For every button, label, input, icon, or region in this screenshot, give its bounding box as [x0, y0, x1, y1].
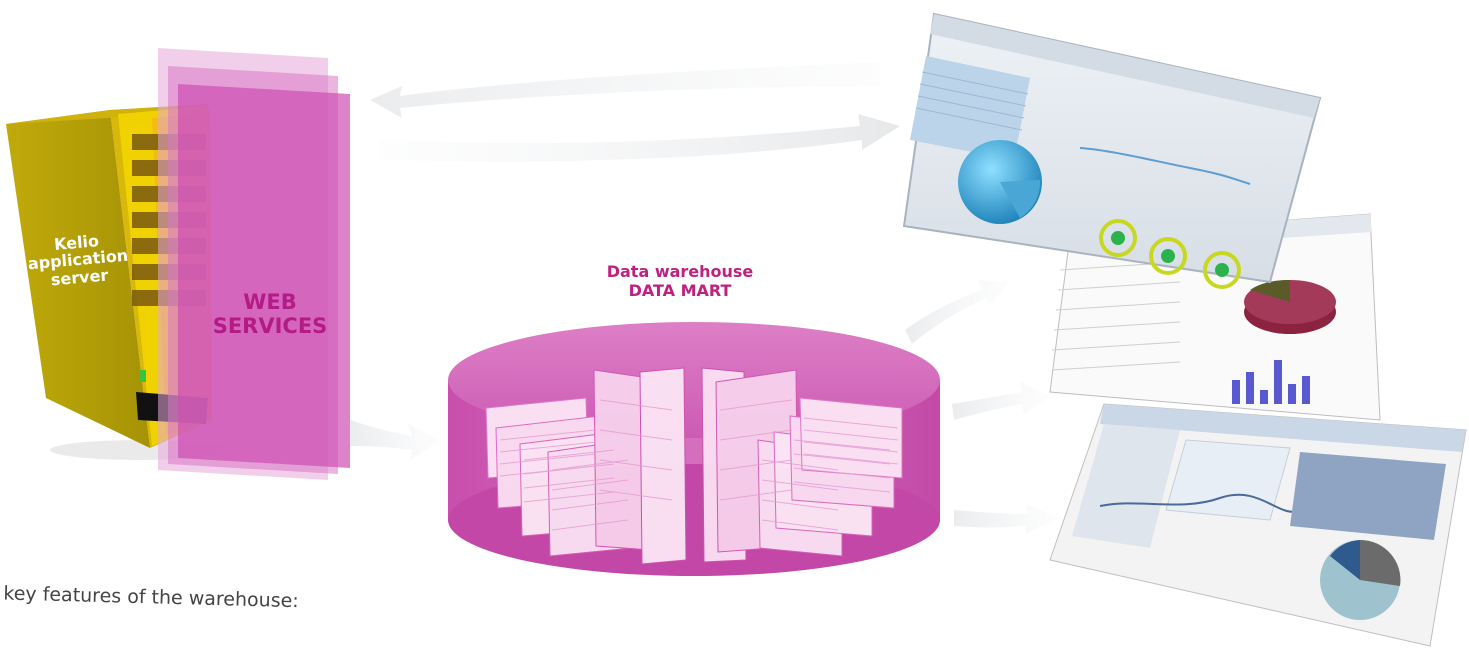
arrow-to-report-1	[905, 280, 1008, 344]
arrow-to-report-3	[954, 504, 1058, 534]
arrow-to-dashboard	[380, 114, 900, 162]
report-screen-1	[902, 12, 1322, 289]
data-warehouse-label: Data warehouse DATA MART	[606, 262, 754, 301]
arrow-to-server	[370, 62, 880, 118]
web-services-panels	[158, 48, 350, 480]
arrow-to-warehouse	[350, 420, 440, 460]
report-screen-3	[1049, 403, 1467, 647]
web-services-label: WEB SERVICES	[212, 290, 328, 339]
data-sheets	[485, 367, 903, 565]
arrow-to-report-2	[952, 382, 1050, 420]
server-label: Kelio application server	[27, 231, 129, 289]
